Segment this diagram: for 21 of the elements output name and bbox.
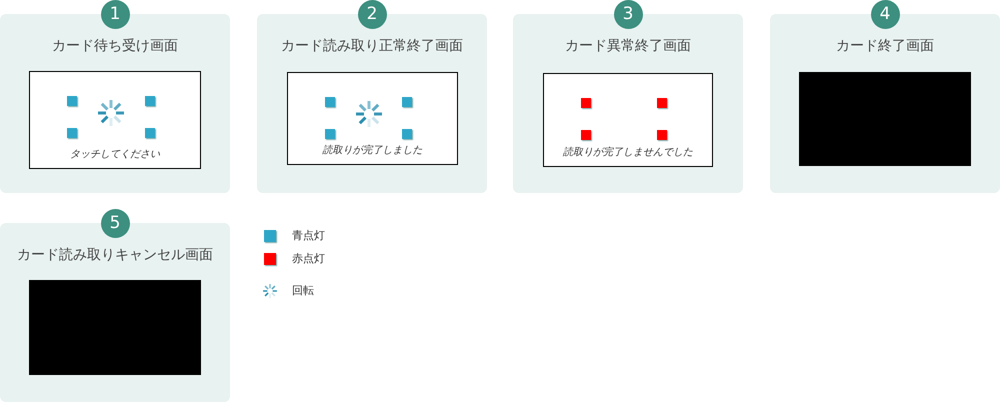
legend-label: 青点灯	[292, 228, 325, 244]
number-badge: 1	[100, 0, 130, 28]
screen-message: 読取りが完了しました	[322, 144, 424, 158]
number-badge: 3	[614, 0, 642, 28]
screen-message: 読取りが完了しませんでした	[562, 146, 694, 160]
panel-title: カード異常終了画面	[564, 37, 692, 56]
screen-display	[287, 72, 458, 165]
screen-display	[543, 73, 713, 167]
panel-title: カード読み取り正常終了画面	[280, 37, 464, 56]
blank-screen	[29, 280, 201, 375]
panel-title: カード読み取りキャンセル画面	[16, 246, 214, 265]
legend-label: 回転	[292, 282, 314, 299]
number-badge: 4	[870, 0, 900, 28]
legend-label: 赤点灯	[292, 250, 325, 266]
blank-screen	[799, 72, 971, 166]
screen-message: タッチしてください	[69, 148, 161, 162]
panel-title: カード終了画面	[835, 37, 935, 56]
panel-title: カード待ち受け画面	[51, 37, 179, 56]
screen-display	[29, 71, 201, 169]
number-badge: 5	[100, 208, 130, 238]
number-badge: 2	[358, 0, 386, 28]
